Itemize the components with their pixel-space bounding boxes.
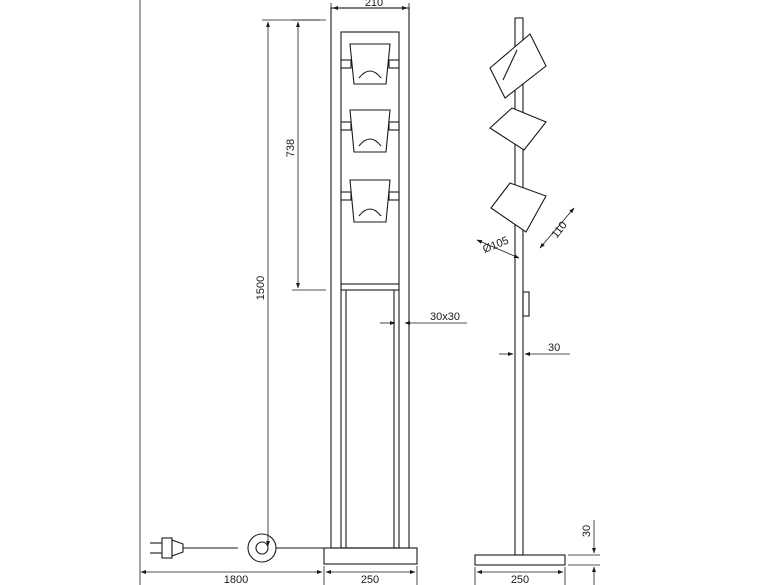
dim-top-width: 210 xyxy=(365,0,383,9)
side-shade-3 xyxy=(490,182,547,233)
front-view: 210 1500 738 30x30 250 1800 xyxy=(140,0,467,585)
dim-cable-length: 1800 xyxy=(224,574,248,585)
dim-base-width-front: 250 xyxy=(361,574,379,585)
dim-base-thickness: 30 xyxy=(581,525,593,537)
plug-icon xyxy=(150,537,184,559)
frame-outer xyxy=(330,7,410,549)
side-shade-2 xyxy=(489,107,547,151)
spot-lamp-2 xyxy=(340,109,400,153)
spot-lamp-1 xyxy=(340,43,400,85)
side-switch xyxy=(522,291,530,317)
side-pole xyxy=(514,17,524,556)
front-base xyxy=(323,547,418,565)
dim-shade-height: 110 xyxy=(550,220,570,241)
dim-height-upper: 738 xyxy=(285,139,297,157)
side-view: Ø105 110 30 30 250 xyxy=(474,17,600,585)
dim-tube-depth: 30 xyxy=(548,342,560,354)
lower-column xyxy=(340,289,400,549)
side-shade-1 xyxy=(489,33,547,99)
head-frame-inner xyxy=(340,31,400,285)
foot-switch xyxy=(247,533,277,563)
side-base xyxy=(474,554,566,566)
dim-height-total: 1500 xyxy=(255,276,267,300)
dim-tube-section: 30x30 xyxy=(430,311,460,323)
dim-base-width-side: 250 xyxy=(511,574,529,585)
spot-lamp-3 xyxy=(340,179,400,223)
